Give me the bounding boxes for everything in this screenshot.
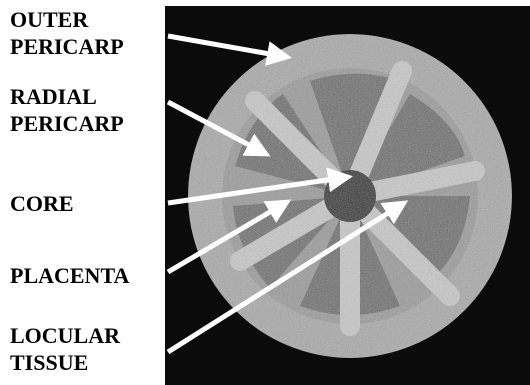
- arrow-radial-pericarp: [168, 102, 266, 154]
- arrow-core: [168, 177, 348, 203]
- arrow-locular-tissue: [168, 203, 404, 352]
- arrow-placenta: [168, 202, 287, 272]
- arrow-outer-pericarp: [168, 36, 287, 57]
